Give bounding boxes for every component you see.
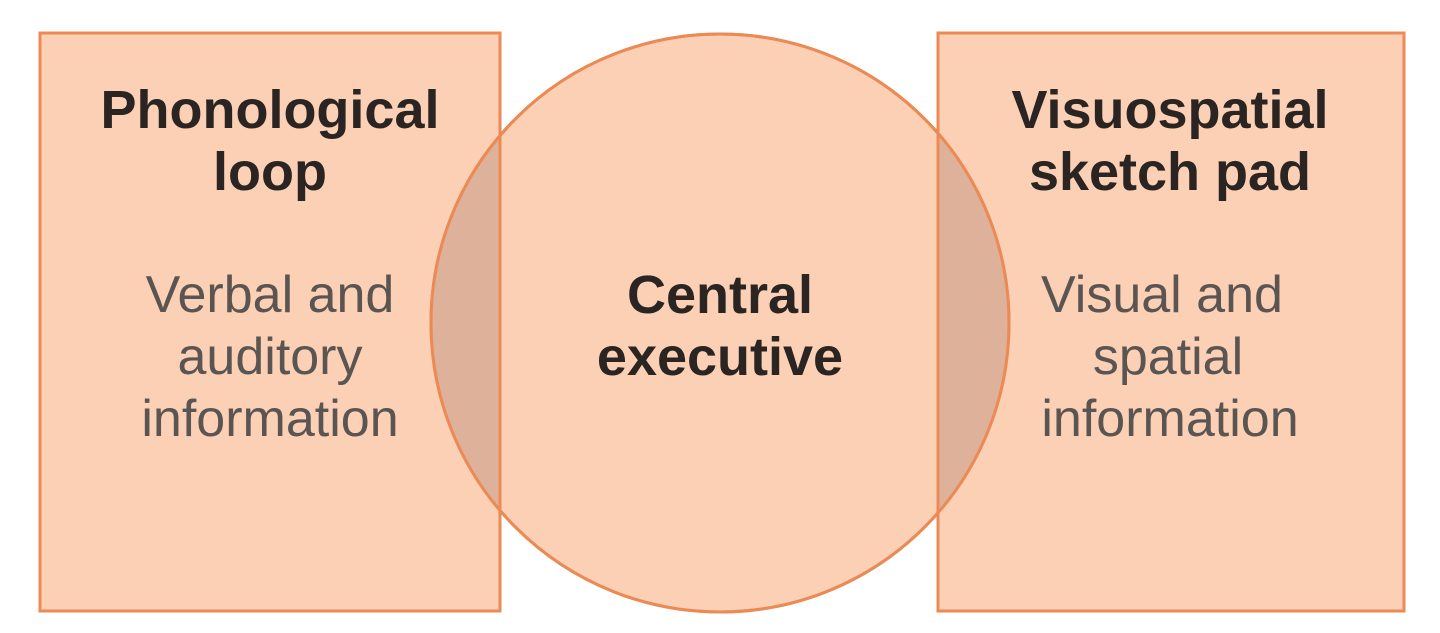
visuospatial-sketch-pad-desc-line1: Visual and [1041,266,1283,324]
phonological-loop-outline [38,31,502,613]
right-overlap-region [938,133,1009,513]
visuospatial-sketch-pad-desc-line3: information [1041,390,1298,448]
phonological-loop-title-line1: Phonological [100,80,439,140]
visuospatial-sketch-pad-box [936,31,1406,613]
visuospatial-sketch-pad-desc-line2: spatial [1093,328,1243,386]
phonological-loop-title-line2: loop [213,142,327,202]
central-executive-title-line1: Central [627,265,813,325]
visuospatial-sketch-pad-title-line2: sketch pad [1029,142,1311,202]
central-executive-title-line2: executive [597,327,843,387]
phonological-loop-desc-line2: auditory [178,328,363,386]
visuospatial-sketch-pad-outline [936,31,1406,613]
phonological-loop-box [38,31,502,613]
phonological-loop-desc-line3: information [141,390,398,448]
central-executive-outline [429,32,1011,614]
left-overlap-region [431,135,500,511]
phonological-loop-desc-line1: Verbal and [146,266,395,324]
visuospatial-sketch-pad-title-line1: Visuospatial [1011,80,1328,140]
